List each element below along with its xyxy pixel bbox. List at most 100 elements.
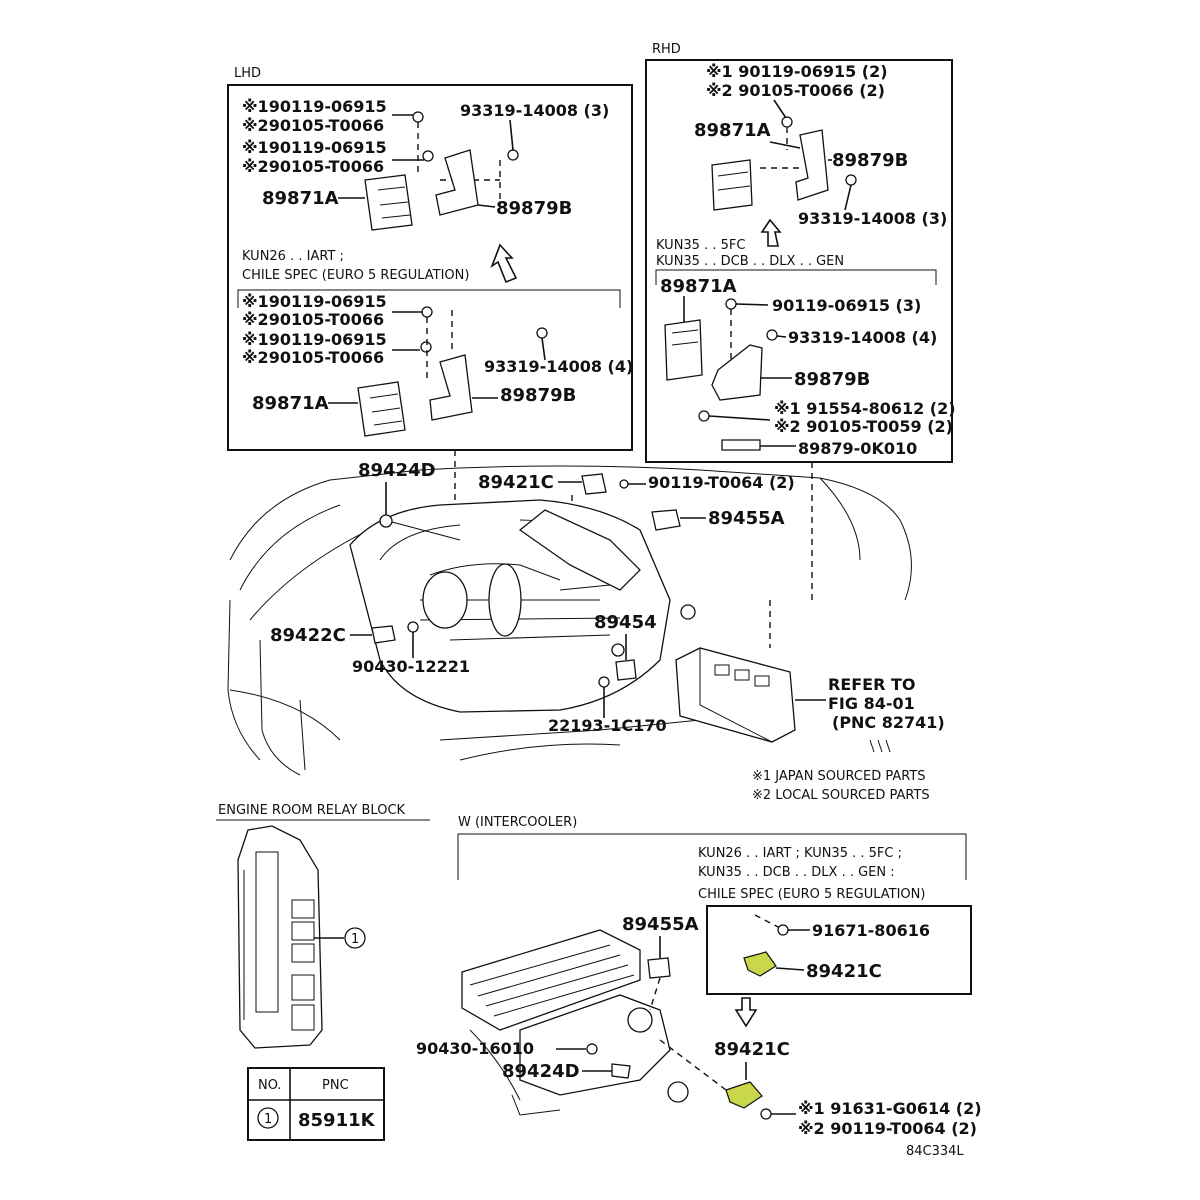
lhd-top-fastener-a2[interactable]: ※290105-T0066 <box>242 116 384 135</box>
table-row-pnc[interactable]: 85911K <box>298 1110 376 1131</box>
engine-89421C-label[interactable]: 89421C <box>478 472 554 493</box>
lhd-bottom-fastener-a2[interactable]: ※290105-T0066 <box>242 310 384 329</box>
rhd-bottom-screw-label[interactable]: 90119-06915 (3) <box>772 296 921 315</box>
callout-circle <box>344 927 366 949</box>
pnc-table <box>247 1067 385 1141</box>
engine-90119-label[interactable]: 90119-T0064 (2) <box>648 473 795 492</box>
ecu-module-icon <box>711 159 753 211</box>
rhd-spec-line2: KUN35 . . DCB . . DLX . . GEN <box>656 254 844 269</box>
lhd-bottom-bolt-label[interactable]: 93319-14008 (4) <box>484 357 633 376</box>
rhd-top-bracket-label[interactable]: 89879B <box>832 150 908 171</box>
engine-89424D-label[interactable]: 89424D <box>358 460 436 481</box>
inset-bolt-label[interactable]: 91671-80616 <box>812 921 930 940</box>
hood-outline <box>229 465 901 561</box>
intercooler-90430-label[interactable]: 90430-16010 <box>416 1039 534 1058</box>
rhd-bottom-fastener-c2[interactable]: ※2 90105-T0059 (2) <box>774 417 953 436</box>
lhd-bottom-fastener-a1[interactable]: ※190119-06915 <box>242 292 387 311</box>
lhd-top-bolt-label[interactable]: 93319-14008 (3) <box>460 101 609 120</box>
gasket-icon <box>586 1043 598 1055</box>
callout-circle <box>257 1107 279 1129</box>
sensor-icon <box>611 1063 631 1079</box>
lhd-bottom-fastener-b1[interactable]: ※190119-06915 <box>242 330 387 349</box>
rhd-top-ecu-label[interactable]: 89871A <box>694 120 771 141</box>
rhd-bottom-fastener-c1[interactable]: ※1 91554-80612 (2) <box>774 399 956 418</box>
rhd-bottom-ecu-label[interactable]: 89871A <box>660 276 737 297</box>
rhd-bottom-bracket2-label[interactable]: 89879-0K010 <box>798 439 917 458</box>
intercooler-fastener-d1[interactable]: ※1 91631-G0614 (2) <box>798 1099 982 1118</box>
screw-icon <box>619 479 629 489</box>
bracket-icon <box>721 439 761 451</box>
bolt-icon <box>698 410 710 422</box>
lhd-sub-bracket <box>237 289 621 308</box>
ecu-module-icon <box>357 381 406 437</box>
rhd-frame <box>645 59 953 463</box>
note-local-sourced: ※2 LOCAL SOURCED PARTS <box>752 788 930 803</box>
intercooler-89424D-label[interactable]: 89424D <box>502 1061 580 1082</box>
lhd-bottom-bracket-label[interactable]: 89879B <box>500 385 576 406</box>
engine-89422C-label[interactable]: 89422C <box>270 625 346 646</box>
table-header-pnc: PNC <box>322 1078 349 1093</box>
bracket-icon <box>795 129 829 201</box>
rhd-sub-bracket <box>655 269 937 285</box>
pulley-icon <box>488 563 522 637</box>
screw-icon <box>777 924 789 936</box>
rhd-top-fastener-a2[interactable]: ※2 90105-T0066 (2) <box>706 81 885 100</box>
bolt-icon <box>766 329 778 341</box>
intercooler-section: W (INTERCOOLER) KUN26 . . IART ; KUN35 .… <box>416 815 982 1159</box>
intercooler-fastener-d2[interactable]: ※2 90119-T0064 (2) <box>798 1119 977 1138</box>
intake-pipe-icon <box>518 509 641 591</box>
intercooler-spec-line1: KUN26 . . IART ; KUN35 . . 5FC ; <box>698 846 902 861</box>
note-japan-sourced: ※1 JAPAN SOURCED PARTS <box>752 769 926 784</box>
intercooler-89421C-label[interactable]: 89421C <box>714 1039 790 1060</box>
rhd-bottom-bracket-label[interactable]: 89879B <box>794 369 870 390</box>
refer-to-line1[interactable]: REFER TO <box>828 675 916 694</box>
relay-block-title: ENGINE ROOM RELAY BLOCK <box>218 803 406 818</box>
gasket-icon <box>407 621 419 633</box>
refer-to-line2[interactable]: FIG 84-01 <box>828 694 915 713</box>
rhd-title: RHD <box>652 42 681 57</box>
sensor-icon <box>371 625 396 644</box>
arrow-up-icon <box>490 243 518 284</box>
inset-part-label[interactable]: 89421C <box>806 961 882 982</box>
arrow-down-icon <box>734 997 758 1028</box>
rhd-top-fastener-a1[interactable]: ※1 90119-06915 (2) <box>706 62 888 81</box>
table-header-no: NO. <box>258 1078 282 1093</box>
arrow-up-icon <box>760 218 782 247</box>
relay-callout-number: 1 <box>351 932 359 947</box>
lhd-top-fastener-a1[interactable]: ※190119-06915 <box>242 97 387 116</box>
screw-icon <box>421 306 433 318</box>
rhd-top-bolt-label[interactable]: 93319-14008 (3) <box>798 209 947 228</box>
engine-view: 89424D 89421C 90119-T0064 (2) 89455A 894… <box>227 450 945 803</box>
lhd-top-ecu-label[interactable]: 89871A <box>262 188 339 209</box>
intercooler-spec-line3: CHILE SPEC (EURO 5 REGULATION) <box>698 887 925 902</box>
pulley-icon <box>422 571 468 629</box>
intercooler-inset-frame <box>706 905 972 995</box>
lhd-top-bracket-label[interactable]: 89879B <box>496 198 572 219</box>
lhd-top-fastener-b2[interactable]: ※290105-T0066 <box>242 157 384 176</box>
refer-to-line3[interactable]: (PNC 82741) <box>832 713 945 732</box>
lhd-top-fastener-b1[interactable]: ※190119-06915 <box>242 138 387 157</box>
rhd-section: RHD ※1 90119-06915 (2) ※2 90105-T0066 (2… <box>645 42 956 463</box>
lhd-bottom-ecu-label[interactable]: 89871A <box>252 393 329 414</box>
lhd-spec-line2: CHILE SPEC (EURO 5 REGULATION) <box>242 268 469 283</box>
bolt-icon <box>760 1108 772 1120</box>
lhd-section: LHD ※190119-06915 ※290105-T0066 ※190119-… <box>227 66 633 451</box>
bracket-icon <box>711 344 763 401</box>
engine-89454-label[interactable]: 89454 <box>594 612 657 633</box>
lhd-spec-line1: KUN26 . . IART ; <box>242 249 344 264</box>
bracket-icon <box>429 354 473 421</box>
relay-block-section: ENGINE ROOM RELAY BLOCK 1 NO. PNC 1 8591… <box>216 803 430 1141</box>
rhd-bottom-bolt-label[interactable]: 93319-14008 (4) <box>788 328 937 347</box>
screw-icon <box>420 341 432 353</box>
intercooler-title: W (INTERCOOLER) <box>458 815 577 830</box>
lhd-bottom-fastener-b2[interactable]: ※290105-T0066 <box>242 348 384 367</box>
engine-22193-label[interactable]: 22193-1C170 <box>548 716 667 735</box>
engine-90430-label[interactable]: 90430-12221 <box>352 657 470 676</box>
lhd-frame <box>227 84 633 451</box>
intercooler-core-icon <box>461 929 641 1031</box>
engine-89455A-label[interactable]: 89455A <box>708 508 785 529</box>
intercooler-89455A-label[interactable]: 89455A <box>622 914 699 935</box>
sensor-icon <box>379 514 393 528</box>
screw-icon <box>725 298 737 310</box>
